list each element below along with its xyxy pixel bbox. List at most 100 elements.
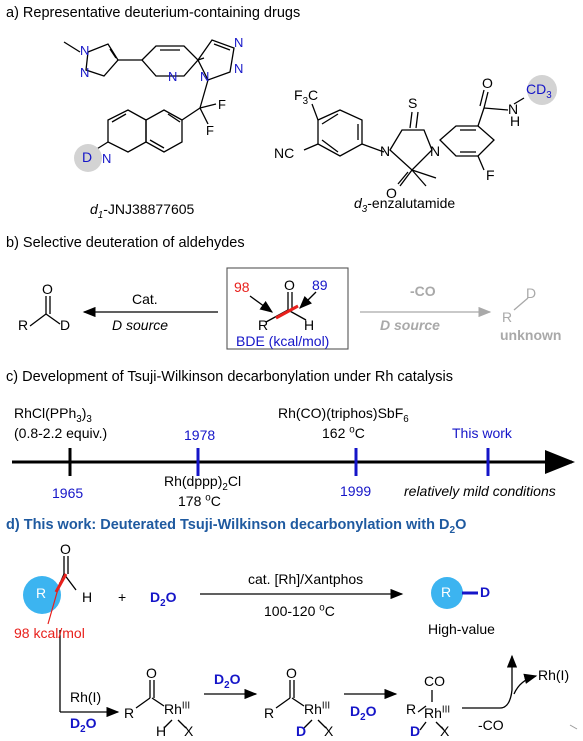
int3-co: CO	[424, 673, 445, 689]
box-h: H	[304, 317, 315, 333]
catalyst-1965-equiv: (0.8-2.2 equiv.)	[14, 425, 108, 441]
intermediate2-structure	[275, 680, 327, 729]
product-r: R	[18, 317, 29, 333]
d2o-reagent: D2O	[150, 589, 177, 609]
int2-r: R	[264, 705, 275, 721]
drug2-cf3: F3C	[294, 87, 319, 107]
drug2-s: S	[408, 95, 418, 111]
drug1-d-highlight	[74, 144, 102, 172]
section-d-title: d) This work: Deuterated Tsuji-Wilkinson…	[6, 517, 467, 536]
int1-o: O	[146, 665, 157, 681]
section-a-title: a) Representative deuterium-containing d…	[6, 5, 301, 21]
product-r: R	[441, 584, 452, 600]
year-1978: 1978	[184, 427, 216, 443]
drug1-atom-f2: F	[206, 123, 214, 138]
plus-sign: +	[118, 589, 127, 605]
drug2-n2: N	[430, 143, 441, 159]
high-value-label: High-value	[428, 621, 495, 637]
this-work-label: This work	[452, 425, 512, 441]
product-d: D	[480, 584, 491, 600]
section-c-title: c) Development of Tsuji-Wilkinson decarb…	[6, 369, 454, 385]
drug2-cd3: CD3	[526, 81, 552, 101]
box-caption: BDE (kcal/mol)	[236, 333, 330, 349]
left-arrow-bottom-label: D source	[112, 317, 169, 333]
drug2-o2: O	[482, 75, 493, 91]
year-1999: 1999	[340, 483, 372, 499]
unknown-label: unknown	[500, 327, 562, 343]
mech-rh1-label: Rh(I)	[70, 689, 102, 705]
mech-arrow-up	[499, 654, 518, 709]
right-arrow-bottom-label: D source	[380, 317, 440, 333]
intermediate1-structure	[135, 680, 187, 729]
section-b-title: b) Selective deuteration of aldehydes	[6, 235, 245, 251]
drug2-f: F	[486, 167, 495, 183]
product-o: O	[42, 281, 53, 297]
deuterated-aldehyde-structure	[29, 296, 61, 327]
drug1-atom-n1: N	[80, 43, 90, 58]
minus-co-label: -CO	[478, 717, 504, 733]
product-r-circle	[431, 577, 463, 609]
drug1-atom-f1: F	[218, 97, 226, 112]
drug2-structure	[303, 89, 525, 187]
mech-d2o-3: D2O	[350, 703, 377, 723]
box-r: R	[258, 317, 269, 333]
mech-d2o-2: D2O	[214, 671, 241, 691]
year-1965: 1965	[52, 485, 84, 501]
drug1-atom-n6: N	[234, 61, 244, 76]
main-arrow-top-label: cat. [Rh]/Xantphos	[248, 571, 364, 587]
rh-end-label: Rh(I)	[538, 667, 570, 683]
reactant-r-circle	[23, 576, 61, 614]
box-bde-89: 89	[312, 277, 328, 293]
drug1-name: d1-JNJ38877605	[90, 201, 195, 221]
product-d: D	[60, 317, 71, 333]
drug1-d-label: D	[82, 149, 93, 165]
catalyst-1965: RhCl(PPh3)3	[14, 405, 92, 425]
int1-rh: RhIII	[164, 700, 191, 717]
int1-x: X	[184, 723, 194, 739]
catalyst-1978: Rh(dppp)2Cl	[164, 473, 242, 493]
unknown-r: R	[502, 309, 513, 325]
bde-pointer	[47, 581, 61, 625]
drug2-name: d3-enzalutamide	[354, 195, 456, 215]
drug1-atom-n5: N	[234, 35, 244, 50]
int2-o: O	[286, 665, 297, 681]
int3-r: R	[406, 701, 417, 717]
int3-d: D	[410, 723, 421, 739]
catalyst-1999: Rh(CO)(triphos)SbF6	[278, 405, 409, 425]
int2-x: X	[324, 723, 334, 739]
drug2-n1: N	[380, 143, 391, 159]
int1-r: R	[124, 705, 135, 721]
drug1-atom-n2: N	[80, 65, 90, 80]
mech-d2o-1: D2O	[70, 715, 97, 735]
unknown-d: D	[526, 285, 537, 301]
temp-1999: 162 oC	[322, 424, 365, 441]
int2-d: D	[296, 723, 307, 739]
drug2-n3: N	[508, 101, 519, 117]
box-o: O	[284, 277, 295, 293]
drug1-atom-n7: N	[102, 151, 112, 166]
main-arrow-bottom-label: 100-120 oC	[264, 602, 335, 619]
drug2-o1: O	[386, 185, 397, 201]
bde-label: 98 kcal/mol	[14, 625, 85, 641]
temp-1978: 178 oC	[178, 492, 221, 509]
box-bond-highlight	[275, 304, 299, 320]
left-arrow-top-label: Cat.	[132, 291, 158, 307]
reactant-r: R	[36, 585, 47, 601]
box-bde-98: 98	[234, 279, 250, 295]
unknown-bond	[513, 297, 529, 311]
drug2-d3-highlight	[527, 75, 557, 105]
int1-h: H	[156, 723, 167, 739]
corner-mark	[569, 724, 578, 730]
reactant-h: H	[82, 589, 93, 605]
drug1-atom-n4: N	[200, 69, 210, 84]
drug1-atom-n3: N	[168, 69, 178, 84]
int3-x: X	[440, 723, 450, 739]
intermediate3-structure	[417, 690, 445, 731]
int3-rh: RhIII	[424, 704, 451, 721]
drug2-nc: NC	[274, 145, 295, 161]
mild-conditions-label: relatively mild conditions	[404, 483, 556, 499]
int2-rh: RhIII	[304, 700, 331, 717]
mech-arrow-release	[513, 673, 538, 695]
reactant-o: O	[60, 541, 71, 557]
